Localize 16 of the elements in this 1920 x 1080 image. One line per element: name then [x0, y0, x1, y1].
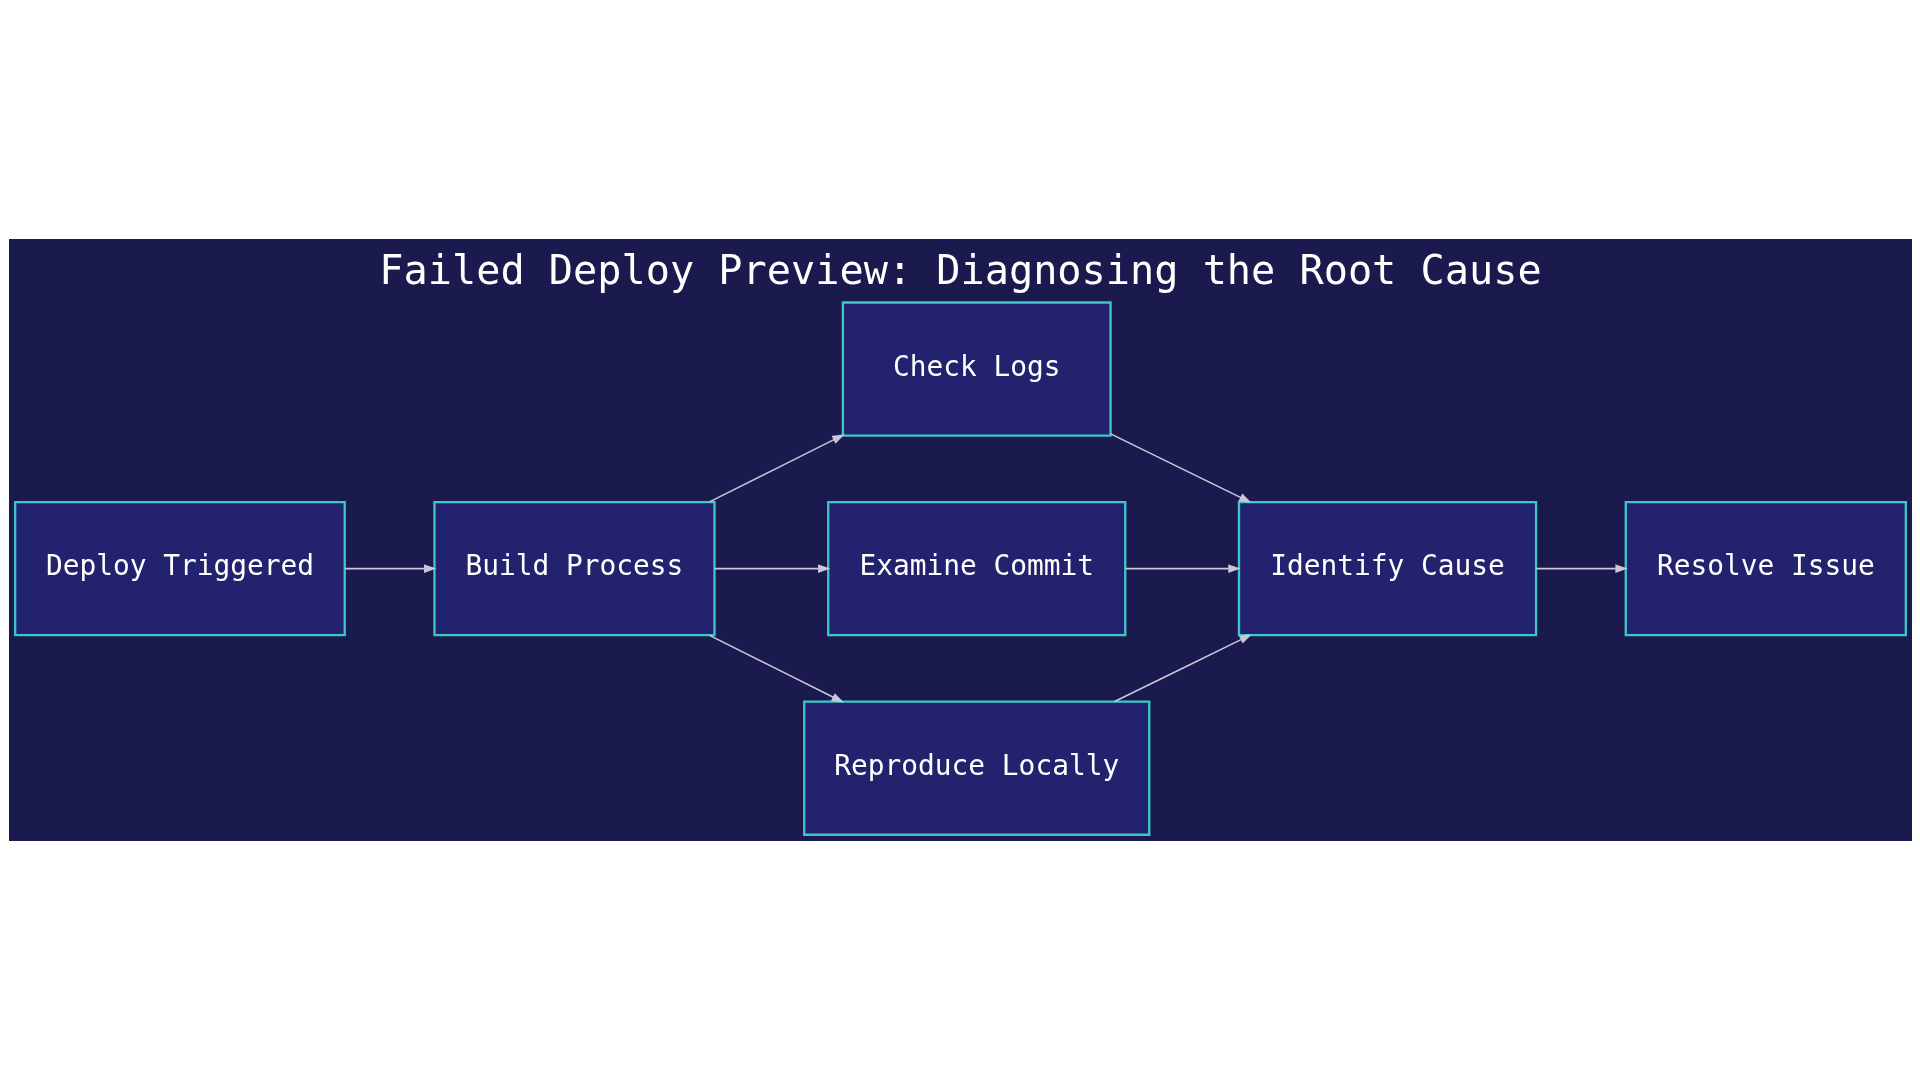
arrow — [708, 634, 844, 703]
arrow — [343, 564, 436, 573]
node-box: Check Logs — [841, 301, 1112, 437]
node-box: Build Process — [432, 500, 716, 637]
arrow — [713, 564, 830, 573]
diagram-title: Failed Deploy Preview: Diagnosing the Root Cause — [378, 246, 1542, 293]
node-box: Resolve Issue — [1624, 500, 1907, 637]
arrow — [1124, 564, 1241, 573]
node-box: Identify Cause — [1237, 500, 1537, 637]
arrow — [708, 434, 845, 503]
arrow — [1535, 564, 1628, 573]
node-box: Examine Commit — [826, 500, 1126, 637]
arrow — [1109, 433, 1251, 503]
node-box: Reproduce Locally — [802, 700, 1150, 836]
arrow — [1113, 634, 1252, 703]
node-box: Deploy Triggered — [13, 500, 346, 637]
